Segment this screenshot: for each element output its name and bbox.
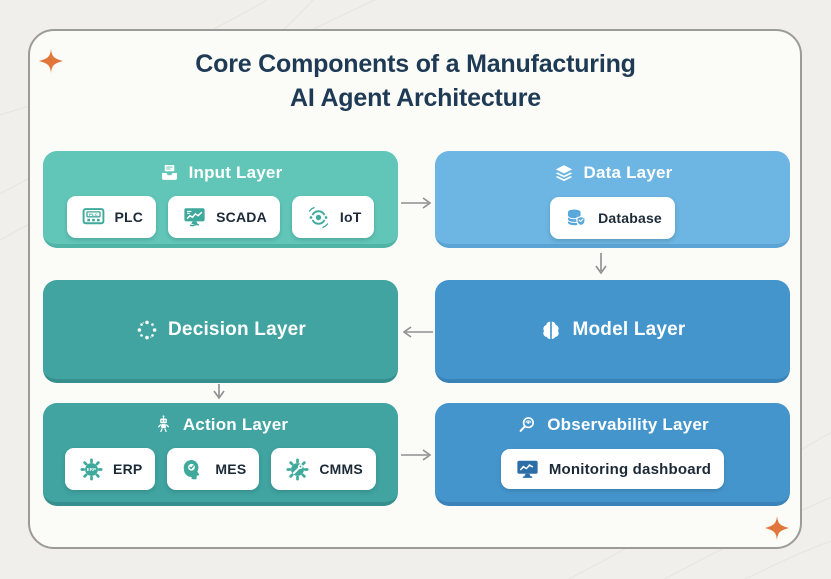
mes-label: MES (215, 461, 247, 477)
sparkle-icon (765, 516, 789, 540)
arrow-input-to-data (401, 197, 432, 209)
data-layer-items: Database (435, 197, 790, 239)
erp-label: ERP (113, 461, 143, 477)
scada-item: SCADA (168, 196, 280, 238)
decision-layer-box: Decision Layer (43, 280, 398, 383)
plc-icon: PLC (80, 204, 107, 231)
cmms-label: CMMS (319, 461, 363, 477)
decision-layer-label: Decision Layer (168, 318, 306, 340)
mes-item: MES (167, 448, 260, 490)
erp-item: ERP ERP (65, 448, 156, 490)
inbox-tray-icon (159, 162, 180, 183)
action-layer-label: Action Layer (182, 414, 289, 434)
brain-icon (539, 318, 563, 342)
robot-icon (153, 414, 174, 435)
observability-layer-label: Observability Layer (547, 415, 709, 434)
monitor-chart-icon (514, 456, 541, 483)
arrow-decision-to-action (213, 384, 225, 400)
observability-layer-items: Monitoring dashboard (435, 449, 790, 489)
magnifier-icon (516, 414, 538, 436)
erp-gear-icon: ERP (78, 456, 105, 483)
data-layer-header: Data Layer (435, 151, 790, 184)
mes-head-icon (180, 456, 207, 483)
arrow-model-to-decision (402, 326, 433, 338)
input-layer-header: Input Layer (43, 151, 398, 183)
action-layer-header: Action Layer (43, 403, 398, 435)
input-layer-label: Input Layer (188, 162, 283, 182)
scada-monitor-icon (181, 204, 208, 231)
model-layer-box: Model Layer (435, 280, 790, 383)
svg-text:PLC: PLC (89, 211, 98, 216)
page-title: Core Components of a Manufacturing AI Ag… (0, 47, 831, 115)
action-layer-items: ERP ERP MES (43, 448, 398, 490)
observability-layer-header: Observability Layer (435, 403, 790, 436)
model-layer-header: Model Layer (539, 318, 685, 342)
iot-label: IoT (339, 209, 362, 225)
decision-layer-header: Decision Layer (135, 318, 306, 342)
page-title-line1: Core Components of a Manufacturing (195, 50, 636, 78)
scada-label: SCADA (216, 209, 267, 225)
database-shield-icon (563, 205, 590, 232)
input-layer-box: Input Layer PLC PLC (43, 151, 398, 248)
plc-item: PLC PLC (66, 196, 157, 238)
iot-signal-icon (305, 204, 332, 231)
arrow-data-to-model (595, 253, 607, 275)
plc-label: PLC (114, 209, 144, 225)
monitoring-dashboard-item: Monitoring dashboard (500, 449, 725, 489)
svg-text:ERP: ERP (87, 467, 96, 472)
cmms-item: CMMS (271, 448, 376, 490)
iot-item: IoT (291, 196, 375, 238)
database-item: Database (550, 197, 675, 239)
action-layer-box: Action Layer ERP ERP (43, 403, 398, 506)
sparkle-icon (39, 49, 63, 73)
database-label: Database (598, 210, 662, 226)
data-layer-label: Data Layer (583, 163, 673, 182)
monitoring-dashboard-label: Monitoring dashboard (548, 460, 712, 478)
input-layer-items: PLC PLC (43, 196, 398, 238)
observability-layer-box: Observability Layer Monitoring dashboard (435, 403, 790, 506)
model-layer-label: Model Layer (572, 318, 686, 340)
cmms-gear-wrench-icon (284, 456, 311, 483)
cycle-dots-icon (135, 318, 159, 342)
data-layer-box: Data Layer Database (435, 151, 790, 248)
arrow-action-to-observability (401, 449, 432, 461)
layers-icon (553, 162, 575, 184)
page-title-line2: AI Agent Architecture (290, 84, 541, 112)
